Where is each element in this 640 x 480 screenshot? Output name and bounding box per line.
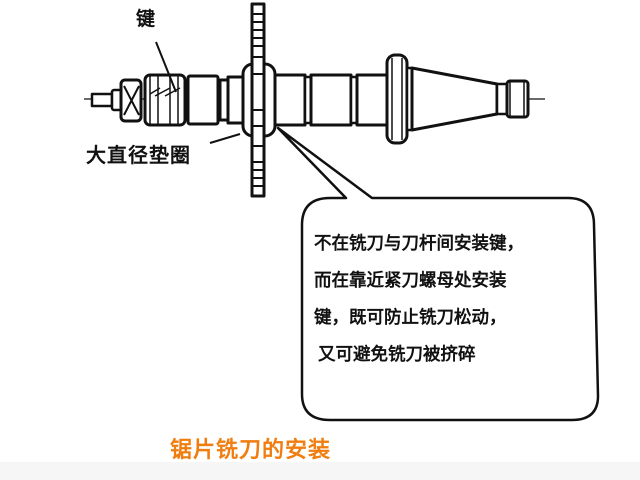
arbor-end-stub (90, 88, 124, 112)
shaft-section-2 (309, 73, 353, 127)
callout-line: 而在靠近紧刀螺母处安装 (314, 271, 507, 291)
pull-stud (505, 79, 530, 119)
key-leader-line (155, 41, 177, 93)
bottom-band (0, 462, 640, 480)
slitting-saw-blade (250, 2, 266, 198)
taper-flange (385, 53, 409, 145)
locking-nut (119, 78, 143, 123)
callout-line: 键，既可防止铣刀松动， (314, 308, 507, 328)
shaft-section-1 (273, 73, 307, 127)
diagram-title: 锯片铣刀的安装 (170, 438, 332, 463)
washer-leader-line (209, 133, 241, 144)
callout-bubble (276, 126, 600, 422)
keyed-collar (143, 73, 187, 127)
callout-line: 不在铣刀与刀杆间安装键， (314, 234, 524, 254)
callout-line: 又可避免铣刀被挤碎 (318, 345, 476, 365)
callout-text: 不在铣刀与刀杆间安装键， 而在靠近紧刀螺母处安装 键，既可防止铣刀松动， 又可避… (314, 226, 594, 374)
large-washer-label: 大直径垫圈 (86, 143, 191, 167)
spacer-sleeve-1 (186, 74, 220, 126)
key-label: 键 (136, 8, 156, 30)
shaft-section-3 (355, 73, 392, 127)
taper-shank (410, 66, 499, 132)
